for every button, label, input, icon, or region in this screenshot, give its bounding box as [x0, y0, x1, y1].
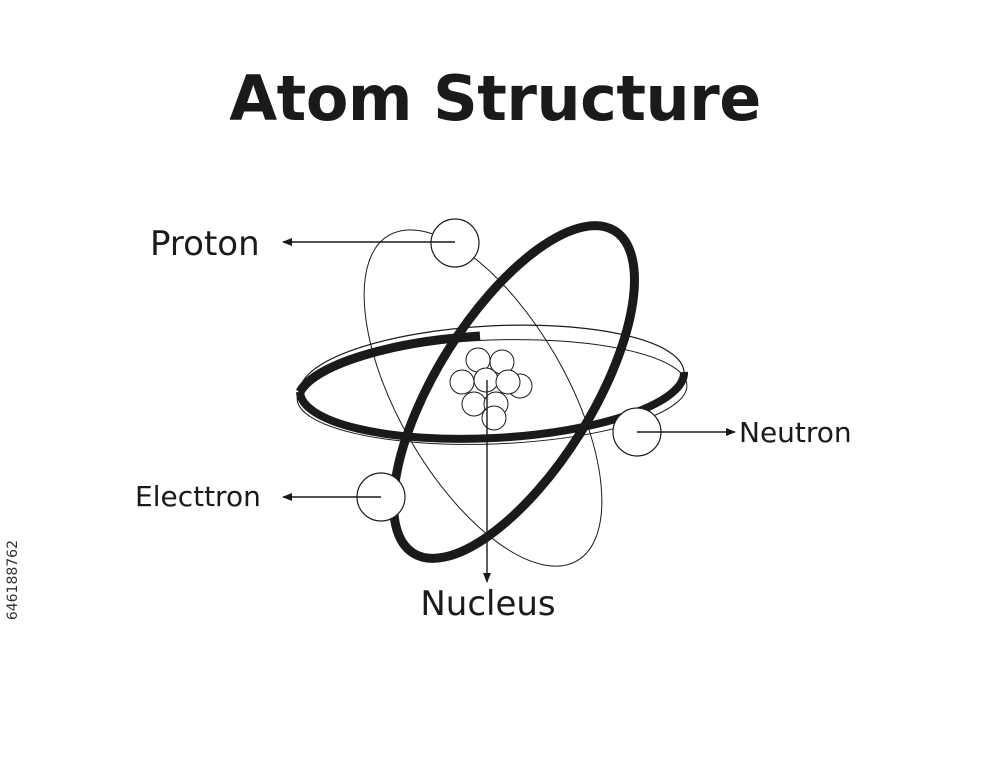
thick-orbit-horizontal-top	[299, 324, 685, 393]
proton-particle	[430, 218, 480, 268]
thick-orbit-horizontal-left	[296, 331, 481, 395]
diagram-title: Atom Structure	[229, 62, 761, 135]
nucleus-cluster	[449, 347, 533, 431]
nucleus-label: Nucleus	[420, 584, 555, 624]
stock-id-watermark: 646188762	[5, 540, 21, 621]
neutron-label: Neutron	[739, 416, 852, 449]
thick-orbit-tilted	[389, 221, 639, 563]
thick-orbit-horizontal-bottom	[296, 371, 689, 443]
proton-label: Proton	[150, 224, 260, 264]
thin-orbit-horizontal	[296, 339, 688, 445]
electron-label: Electtron	[135, 480, 261, 513]
